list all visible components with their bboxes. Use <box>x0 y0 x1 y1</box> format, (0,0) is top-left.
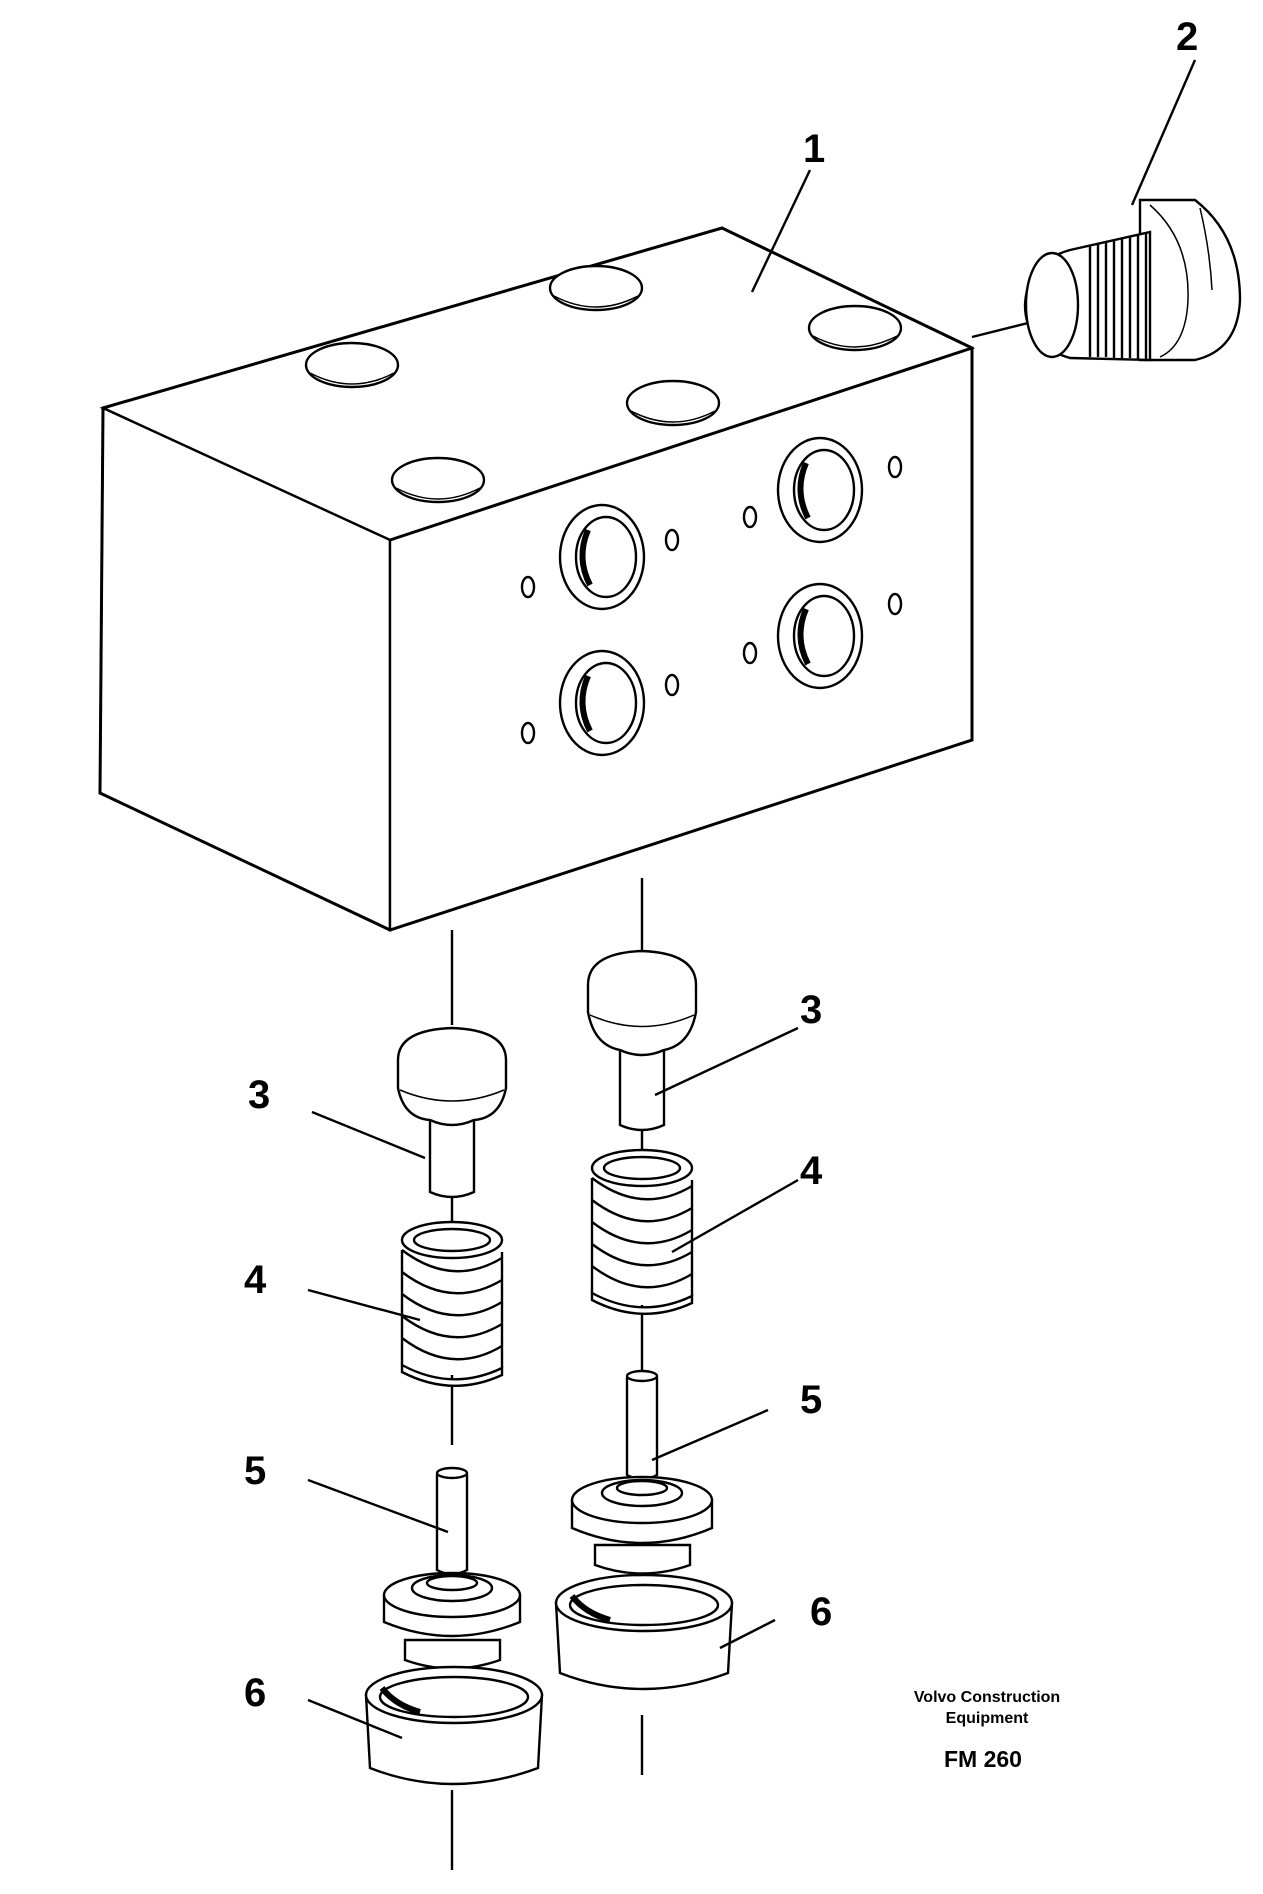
front-face-ports <box>520 436 903 757</box>
callout-2: 2 <box>1176 15 1198 59</box>
callout-4-left: 4 <box>244 1258 267 1302</box>
bolt-holes <box>520 455 903 745</box>
seat-right <box>570 1369 714 1575</box>
callout-6-left: 6 <box>244 1671 266 1715</box>
port-upper-left <box>558 503 646 611</box>
spring-left <box>400 1220 504 1387</box>
cup-right <box>554 1573 734 1691</box>
figure-number: FM 260 <box>944 1746 1022 1772</box>
threaded-plug <box>971 198 1242 362</box>
callout-3-left: 3 <box>248 1073 270 1117</box>
port-upper-right <box>776 436 864 544</box>
right-valve-stack <box>554 878 734 1775</box>
port-lower-right <box>776 582 864 690</box>
spring-right <box>590 1148 694 1315</box>
seat-left <box>382 1466 522 1670</box>
callout-6-right: 6 <box>810 1590 832 1634</box>
brand-line-2: Equipment <box>946 1710 1029 1727</box>
poppet-left <box>396 1026 508 1199</box>
left-valve-stack <box>364 930 544 1870</box>
callout-5-left: 5 <box>244 1449 266 1493</box>
callout-4-right: 4 <box>800 1149 823 1193</box>
top-face-ports <box>304 264 903 504</box>
callout-5-right: 5 <box>800 1378 822 1422</box>
plug-threads <box>1088 232 1148 359</box>
leader-lines <box>307 59 1197 1740</box>
cup-left <box>364 1665 544 1786</box>
brand-line-1: Volvo Construction <box>914 1689 1060 1706</box>
port-lower-left <box>558 649 646 757</box>
callout-3-right: 3 <box>800 988 822 1032</box>
poppet-right <box>586 949 698 1132</box>
callouts: 1 2 3 3 4 4 5 5 6 6 <box>244 15 1198 1715</box>
valve-block <box>98 226 976 932</box>
caption: Volvo Construction Equipment FM 260 <box>914 1689 1060 1772</box>
callout-1: 1 <box>803 127 825 171</box>
